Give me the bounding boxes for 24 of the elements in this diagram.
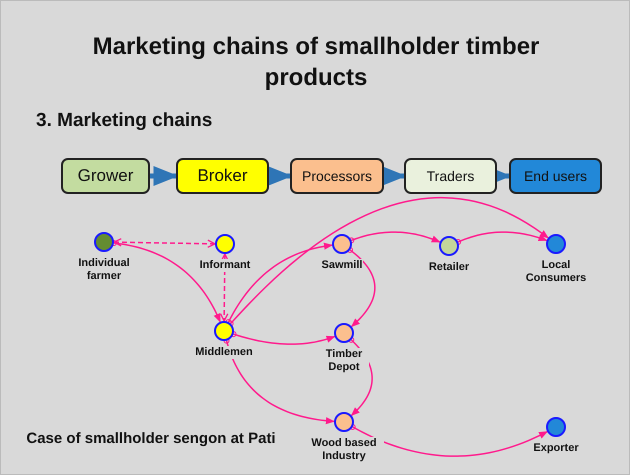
arrow	[230, 331, 336, 345]
arrow	[226, 242, 333, 326]
caption: Case of smallholder sengon at Pati	[26, 429, 276, 449]
title: Marketing chains of smallholder timber products	[92, 32, 540, 93]
arrow	[224, 338, 335, 424]
arrow	[348, 231, 441, 244]
arrow	[382, 166, 406, 186]
arrow	[268, 166, 292, 186]
dashed-arrow	[113, 238, 216, 248]
arrow	[455, 231, 548, 245]
arrow	[347, 246, 376, 328]
arrow	[350, 424, 548, 457]
node-label: Informant	[198, 259, 252, 272]
node-label: Middlemen	[194, 346, 254, 359]
arrow	[228, 196, 549, 326]
process-box: End users	[509, 158, 602, 194]
process-box: Broker	[176, 158, 269, 194]
arrow	[150, 166, 178, 186]
node-label: Exporter	[532, 442, 580, 455]
process-box: Traders	[404, 158, 497, 194]
dashed-arrow	[220, 253, 230, 322]
process-box: Grower	[61, 158, 150, 194]
process-box: Processors	[290, 158, 384, 194]
section-heading: 3. Marketing chains	[36, 109, 214, 133]
